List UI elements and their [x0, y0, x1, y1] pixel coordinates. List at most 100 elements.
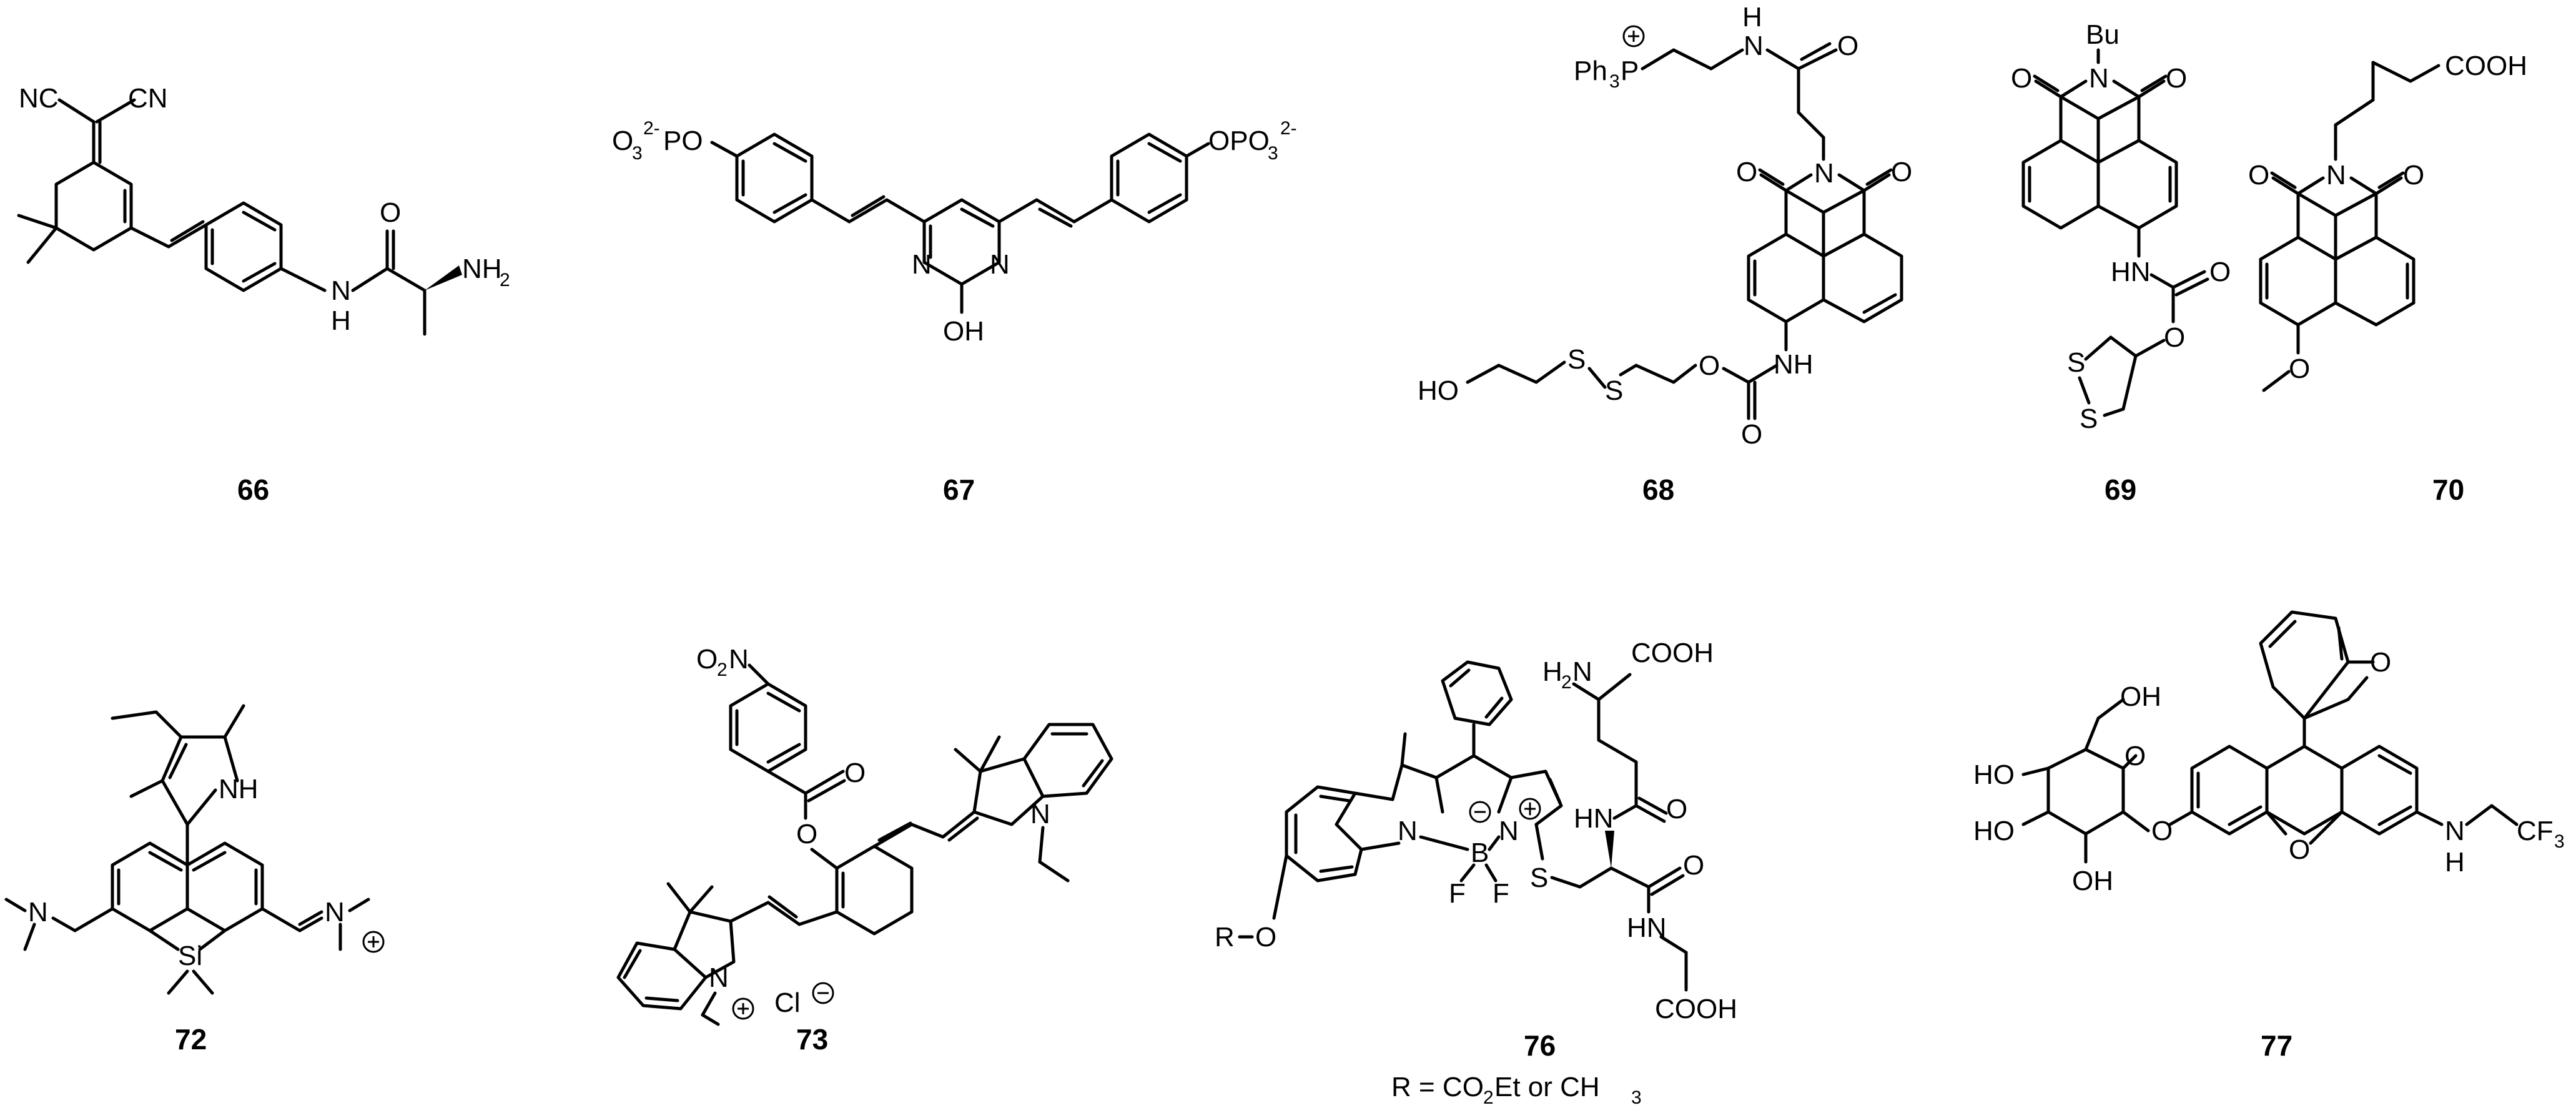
- compound-77: O OH HO HO OH O O O N H: [1973, 610, 2565, 1062]
- atom-label: N: [2089, 63, 2109, 94]
- atom-label: S: [1567, 344, 1586, 375]
- atom-label: H: [2445, 847, 2465, 878]
- atom-label: N: [325, 897, 345, 927]
- atom-label: NH: [1774, 349, 1814, 380]
- atom-label: O: [2289, 354, 2310, 384]
- atom-label: H: [331, 305, 351, 336]
- atom-label: N: [912, 249, 932, 280]
- compound-number: 77: [2261, 1029, 2292, 1062]
- atom-label: OH: [943, 316, 984, 347]
- atom-label: HO: [1973, 759, 2015, 790]
- atom-subscript: 2: [717, 660, 728, 680]
- atom-label: N: [1030, 799, 1050, 829]
- atom-label: S: [1530, 863, 1548, 893]
- compound-number: 67: [943, 473, 975, 506]
- substituent-note: R = CO 2 Et or CH 3: [1391, 1072, 1642, 1108]
- atom-subscript: 3: [1609, 71, 1620, 92]
- compound-68: Ph 3 P H N O N O O NH: [1418, 2, 1912, 506]
- atom-label: O: [612, 126, 633, 156]
- atom-label: O: [796, 819, 817, 849]
- atom-label: N: [1744, 31, 1764, 61]
- atom-subscript: 3: [1268, 143, 1278, 164]
- atom-label: HN: [2111, 257, 2151, 287]
- atom-label: OH: [2072, 866, 2113, 896]
- atom-label: CN: [128, 83, 168, 114]
- atom-label: NH: [462, 254, 502, 284]
- compound-number: 68: [1642, 473, 1674, 506]
- atom-label: O: [696, 644, 718, 675]
- atom-label: N: [2445, 816, 2465, 846]
- atom-label: NH: [219, 774, 259, 804]
- atom-superscript: 2-: [1280, 118, 1297, 139]
- note-text-tail: Et or CH: [1494, 1072, 1600, 1102]
- atom-label: N: [990, 249, 1010, 280]
- compound-67: O 3 2- PO OPO 3 2- N N OH: [612, 118, 1297, 506]
- atom-label: O: [2209, 257, 2231, 287]
- atom-label: S: [2080, 403, 2098, 434]
- atom-label: HO: [1973, 816, 2015, 846]
- atom-label: O: [2164, 322, 2185, 353]
- atom-label: R: [1215, 922, 1235, 952]
- note-text: R = CO: [1391, 1072, 1484, 1102]
- atom-label: O: [380, 197, 401, 228]
- atom-label: N: [2326, 160, 2346, 190]
- atom-label: O: [2248, 160, 2269, 190]
- atom-label: PO: [663, 126, 703, 156]
- note-subscript-2: 3: [1631, 1087, 1642, 1108]
- atom-label: HN: [1574, 803, 1614, 834]
- compound-66: NC CN N H O NH 2 66: [17, 83, 510, 506]
- atom-label: Bu: [2086, 19, 2120, 50]
- atom-label: O: [2011, 63, 2032, 94]
- compound-70: COOH N O O O 70: [2248, 51, 2527, 506]
- compound-number: 76: [1524, 1029, 1556, 1062]
- atom-label: O: [2403, 160, 2424, 190]
- atom-label: COOH: [1655, 994, 1737, 1024]
- atom-label: H: [1742, 2, 1762, 32]
- atom-label: COOH: [2445, 51, 2527, 81]
- atom-label: O: [2124, 741, 2146, 771]
- atom-label: O: [1741, 419, 1762, 450]
- atom-label: HN: [1627, 913, 1667, 943]
- compound-72: NH Si N N 72: [4, 704, 385, 1056]
- compound-number: 69: [2105, 473, 2136, 506]
- compound-number: 72: [175, 1023, 207, 1056]
- atom-label: O: [1683, 850, 1704, 881]
- atom-label: Si: [178, 941, 202, 971]
- atom-label: O: [1255, 922, 1276, 952]
- atom-subscript: 3: [632, 143, 643, 164]
- atom-label: N: [729, 644, 749, 675]
- atom-label: N: [1814, 158, 1834, 189]
- compound-number: 66: [237, 473, 269, 506]
- atom-label: S: [2067, 347, 2085, 378]
- atom-label: H: [1542, 656, 1562, 687]
- atom-label: O: [1666, 794, 1687, 824]
- atom-label: COOH: [1631, 638, 1714, 668]
- atom-label: OPO: [1208, 126, 1270, 156]
- atom-label: O: [2289, 834, 2310, 865]
- compound-76: N B N F F O R S HN O: [1215, 638, 1737, 1108]
- note-subscript: 2: [1483, 1087, 1494, 1108]
- compound-73: O 2 N O O N: [616, 644, 1113, 1056]
- compound-number: 70: [2432, 473, 2464, 506]
- atom-label: O: [2370, 647, 2391, 678]
- atom-label: N: [331, 275, 351, 306]
- compound-number: 73: [796, 1023, 828, 1056]
- atom-label: N: [1572, 656, 1592, 687]
- atom-label: O: [1699, 350, 1720, 381]
- atom-label: F: [1493, 878, 1509, 909]
- atom-label: F: [1449, 878, 1466, 909]
- atom-label: HO: [1418, 375, 1459, 406]
- atom-label: S: [1605, 375, 1623, 406]
- atom-superscript: 2-: [643, 118, 660, 139]
- atom-label: N: [709, 962, 729, 993]
- atom-label: O: [2166, 63, 2187, 94]
- compound-69: Bu N O O HN O O S S 69: [2011, 19, 2231, 506]
- atom-label: NC: [19, 83, 59, 114]
- atom-label: OH: [2120, 681, 2161, 712]
- atom-label: CF: [2517, 816, 2554, 846]
- atom-subscript: 2: [1561, 672, 1572, 693]
- atom-label: O: [2151, 816, 2173, 846]
- atom-label: N: [28, 897, 48, 927]
- atom-label: O: [1891, 157, 1912, 187]
